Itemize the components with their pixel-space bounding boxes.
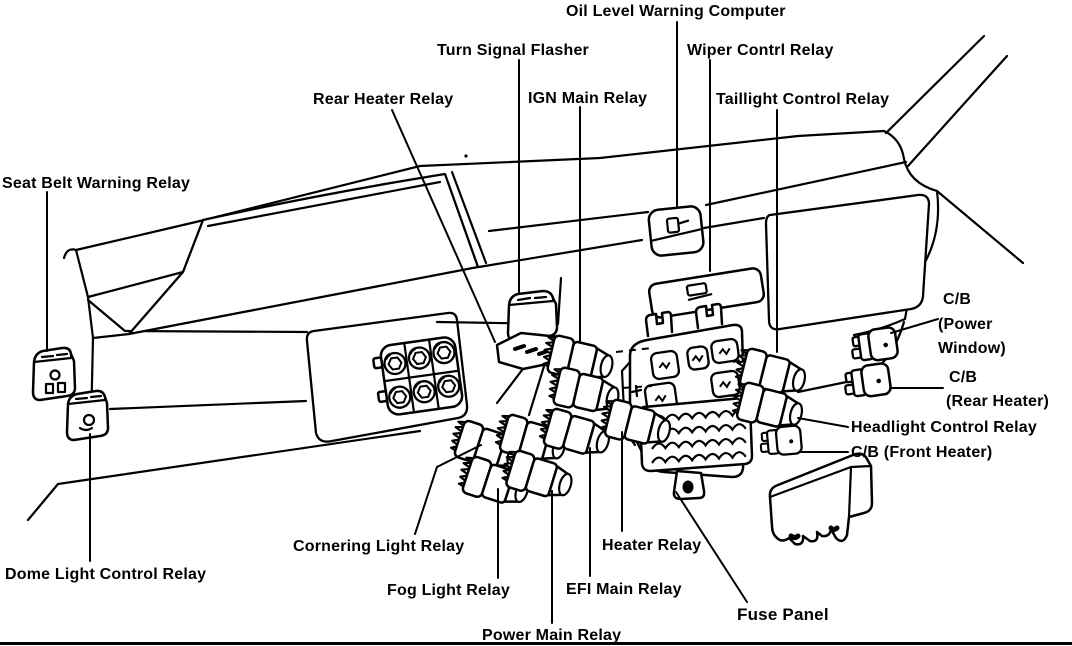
label-seat-belt-warning-relay: Seat Belt Warning Relay bbox=[2, 175, 190, 192]
label-cb-power-window-1: C/B bbox=[943, 291, 971, 308]
labels: Oil Level Warning Computer Turn Signal F… bbox=[2, 3, 1049, 644]
a-pillar-line-2 bbox=[906, 54, 1009, 168]
relay-socket bbox=[407, 346, 432, 370]
relay-socket bbox=[437, 374, 461, 398]
label-cb-power-window-2: (Power bbox=[938, 316, 993, 333]
label-fog-light-relay: Fog Light Relay bbox=[387, 582, 510, 599]
leader-cb-power-window bbox=[890, 318, 939, 334]
door-edge-line bbox=[935, 189, 1025, 265]
dashed-link-taillight bbox=[732, 357, 749, 363]
label-cb-power-window-3: Window) bbox=[938, 340, 1006, 357]
seat-belt-warning-relay-component bbox=[31, 346, 77, 402]
dash-crease-mid-right bbox=[702, 216, 766, 230]
dashed-link-ign-2 bbox=[621, 385, 653, 389]
binnacle-blade-edge bbox=[450, 170, 488, 265]
dash-front-left bbox=[91, 332, 131, 340]
label-taillight-control-relay: Taillight Control Relay bbox=[716, 91, 889, 108]
turn-signal-flasher-component bbox=[506, 289, 559, 342]
label-oil-level-warning-computer: Oil Level Warning Computer bbox=[566, 3, 786, 20]
fuse-row bbox=[651, 409, 747, 423]
dash-right-end-curve bbox=[882, 129, 939, 193]
label-headlight-control-relay: Headlight Control Relay bbox=[851, 419, 1037, 436]
relay-socket bbox=[388, 385, 412, 409]
label-cb-front-heater: C/B (Front Heater) bbox=[851, 444, 992, 461]
label-rear-heater-relay: Rear Heater Relay bbox=[313, 91, 453, 108]
dash-face-crease-left bbox=[108, 399, 308, 411]
dashed-link-headlight bbox=[729, 393, 746, 397]
dash-crease-upper-right bbox=[704, 160, 908, 207]
binnacle-inner-edge bbox=[206, 180, 442, 228]
instrument-binnacle bbox=[127, 172, 480, 336]
fuse-panel-connector bbox=[710, 369, 741, 399]
fuse-panel-connector bbox=[710, 337, 740, 365]
cb-front-heater-relay-component bbox=[759, 424, 803, 456]
label-cb-rear-heater-1: C/B bbox=[949, 369, 977, 386]
print-speck bbox=[464, 154, 468, 158]
label-fuse-panel: Fuse Panel bbox=[737, 605, 829, 624]
under-dash-top-edge bbox=[86, 298, 309, 334]
fog-light-relay-cylinder bbox=[457, 455, 530, 504]
oil-level-warning-computer-component bbox=[647, 205, 705, 257]
fuse-panel-component bbox=[620, 302, 754, 501]
relay-socket bbox=[383, 351, 407, 376]
relay-socket bbox=[432, 340, 456, 365]
dash-left-end-cap bbox=[62, 248, 95, 340]
leader-fuse-panel bbox=[675, 491, 748, 603]
fuse-panel-connector bbox=[686, 345, 710, 371]
dome-light-control-relay-component bbox=[65, 389, 110, 442]
glove-box bbox=[764, 193, 931, 331]
leader-headlight-control-relay bbox=[797, 417, 849, 428]
dash-crease-upper-left bbox=[487, 210, 650, 233]
heater-relay-cylinder bbox=[599, 398, 672, 445]
relay-connector-block bbox=[372, 336, 464, 416]
label-cb-rear-heater-2: (Rear Heater) bbox=[946, 393, 1049, 410]
label-wiper-control-relay: Wiper Contrl Relay bbox=[687, 42, 834, 59]
leader-lines bbox=[46, 21, 944, 624]
label-heater-relay: Heater Relay bbox=[602, 537, 701, 554]
fuse-row bbox=[651, 451, 747, 465]
control-unit-box-component bbox=[768, 452, 874, 546]
dash-top-edge bbox=[74, 129, 886, 252]
relay-socket bbox=[412, 380, 436, 404]
cb-rear-heater-relay-component bbox=[844, 362, 892, 398]
dash-crease-mid-left bbox=[477, 238, 644, 269]
label-power-main-relay: Power Main Relay bbox=[482, 627, 621, 644]
fuse-panel-connector bbox=[649, 349, 681, 381]
label-dome-light-control-relay: Dome Light Control Relay bbox=[5, 566, 206, 583]
components bbox=[31, 205, 899, 546]
leader-cornering-light-relay bbox=[414, 444, 482, 535]
label-cornering-light-relay: Cornering Light Relay bbox=[293, 538, 464, 555]
headlight-control-relay-cylinder bbox=[731, 381, 804, 428]
label-turn-signal-flasher: Turn Signal Flasher bbox=[437, 42, 589, 59]
a-pillar-line-1 bbox=[884, 34, 986, 135]
dash-shoulder-left bbox=[86, 270, 185, 299]
dash-bottom-edge bbox=[26, 429, 422, 522]
label-efi-main-relay: EFI Main Relay bbox=[566, 581, 682, 598]
bottom-rule bbox=[0, 642, 1072, 645]
center-stack-post bbox=[556, 276, 563, 326]
leader-rear-heater-relay bbox=[391, 109, 496, 343]
wiper-control-relay-component bbox=[647, 267, 766, 319]
label-ign-main-relay: IGN Main Relay bbox=[528, 90, 647, 107]
dashed-link-ign-1 bbox=[615, 347, 653, 353]
power-main-relay-cylinder bbox=[501, 449, 573, 498]
cb-power-window-relay-component bbox=[851, 326, 899, 362]
fuse-row bbox=[651, 437, 747, 451]
